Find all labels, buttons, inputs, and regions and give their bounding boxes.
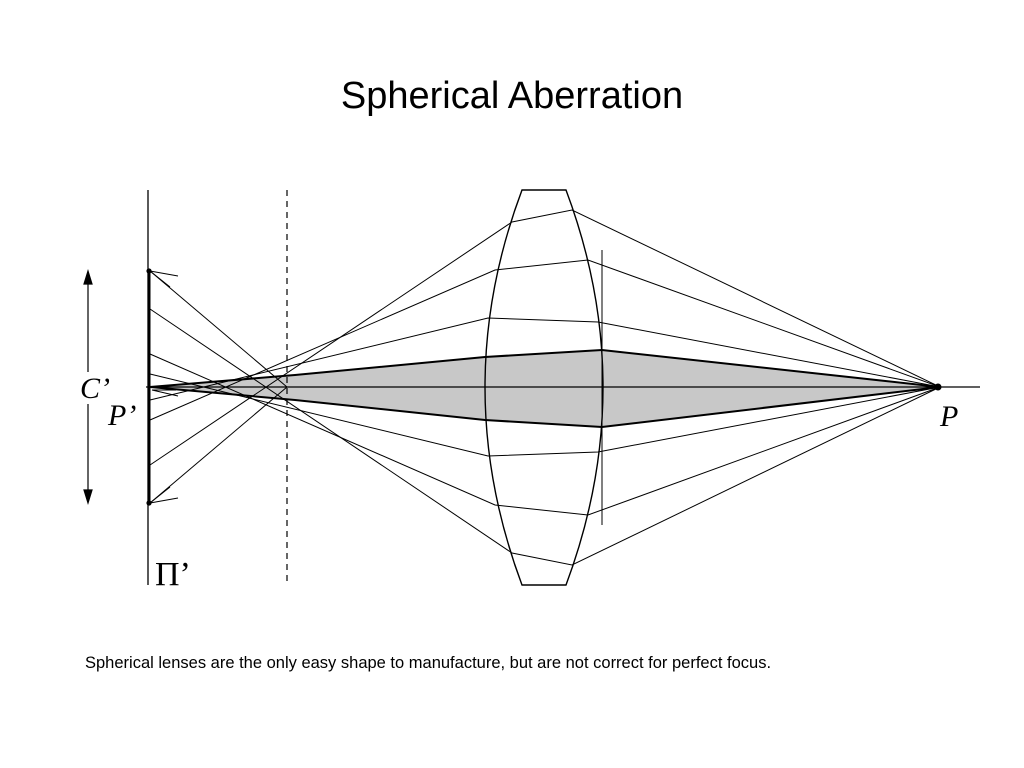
image-plane-label: Π’ (155, 556, 191, 593)
image-point-label: P’ (107, 399, 136, 432)
ray-upper-1 (149, 209, 941, 466)
ray-lower-1 (149, 308, 941, 566)
paraxial-cone-lower-edge (149, 386, 941, 429)
ray-upper-3 (149, 317, 941, 401)
blur-top-dot (146, 268, 152, 274)
paraxial-cone-upper-edge (149, 348, 941, 388)
lens-outline (484, 189, 604, 586)
paraxial-cone-shading (150, 350, 940, 427)
blur-diameter-arrowhead-up (83, 268, 93, 285)
circle-of-confusion-label: C’ (80, 372, 110, 405)
ray-marginal-top (149, 270, 288, 388)
slide-caption: Spherical lenses are the only easy shape… (85, 654, 772, 672)
arrowhead-axis (151, 389, 179, 397)
slide-title: Spherical Aberration (340, 75, 684, 117)
object-point-dot (934, 383, 942, 391)
arrowhead-bottom (149, 486, 179, 504)
ray-marginal-bottom (149, 386, 288, 504)
ray-lower-2 (149, 353, 941, 516)
arrowheads (149, 270, 179, 504)
blur-diameter-arrow (83, 268, 93, 506)
blur-diameter-arrowhead-down (83, 489, 93, 506)
ray-bundle (149, 209, 941, 566)
ray-lower-3 (149, 373, 941, 457)
object-point-label: P (939, 400, 958, 433)
ray-upper-2 (149, 259, 941, 421)
arrowhead-top (149, 270, 179, 288)
blur-bottom-dot (146, 500, 152, 506)
